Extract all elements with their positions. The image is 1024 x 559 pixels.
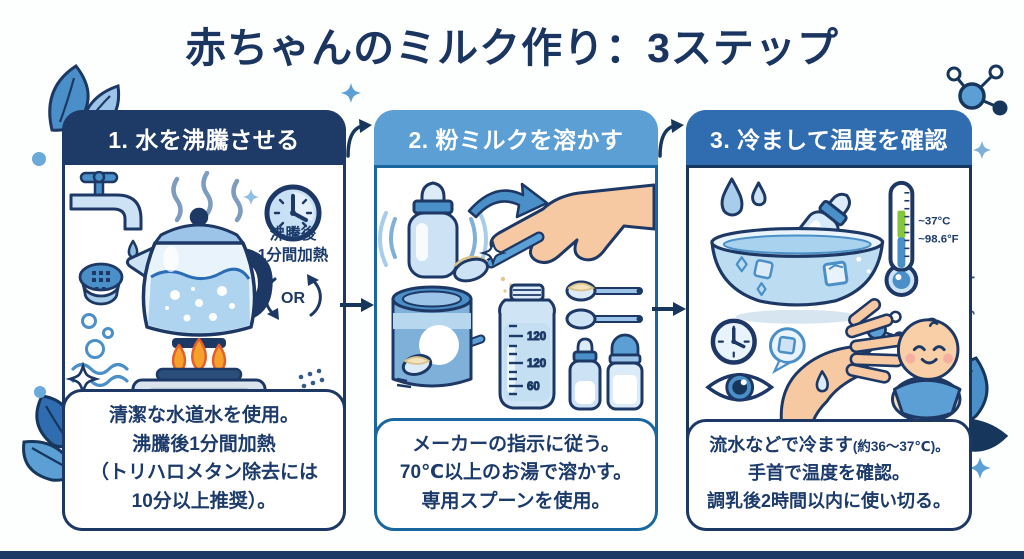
step-1-note: 清潔な水道水を使用。 沸騰後1分間加熱 （トリハロメタン除去には 10分以上推奨… — [62, 389, 346, 531]
eye-icon — [705, 372, 775, 402]
faucet-icon — [69, 171, 143, 260]
measuring-spoons-icon — [565, 280, 643, 330]
sparkle-icon — [969, 457, 991, 479]
svg-text:120: 120 — [527, 331, 546, 343]
strainer-icon — [78, 262, 124, 306]
bowl-shadow — [735, 309, 859, 324]
water-drop-icon — [815, 370, 829, 393]
clock-icon — [264, 184, 322, 242]
step-3-note-line-1: 流水などで冷ます(約36～37℃)。 — [709, 435, 949, 456]
sparkle-icon — [972, 140, 992, 160]
baby-icon — [891, 317, 962, 421]
step-2-panel: 2. 粉ミルクを溶かす — [374, 110, 658, 531]
wrist-test-icon — [779, 298, 906, 421]
svg-text:OR: OR — [281, 290, 305, 307]
flow-arrow-header-1-2 — [346, 119, 372, 158]
thermometer-icon: ~37°C ~98.6°F — [884, 180, 959, 297]
dot-decoration — [34, 386, 46, 398]
page-title: 赤ちゃんのミルク作り：3ステップ — [185, 25, 839, 71]
formula-can-icon — [391, 285, 486, 389]
dots-decoration — [298, 368, 325, 389]
sparkle-icon — [341, 83, 361, 103]
measuring-bottle-icon: 120 120 60 — [498, 283, 556, 410]
powder-scoop-icon — [453, 231, 545, 283]
svg-text:120: 120 — [527, 358, 546, 370]
flame-icon — [171, 337, 227, 375]
svg-text:~98.6°F: ~98.6°F — [918, 233, 958, 245]
flow-arrow-mid-2-3 — [652, 302, 686, 316]
baby-bottle-icon — [378, 181, 488, 279]
small-bottles-icon — [568, 333, 644, 411]
step-1-panel: 1. 水を沸騰させる — [62, 110, 346, 531]
step-1-header: 1. 水を沸騰させる — [62, 110, 346, 165]
step-3-header: 3. 冷まして温度を確認 — [686, 110, 972, 168]
step-3-note: 流水などで冷ます(約36～37℃)。 手首で温度を確認。 調乳後2時間以内に使い… — [686, 419, 972, 531]
ice-cube-icon — [735, 256, 849, 297]
sparkle-icon — [243, 189, 259, 205]
svg-text:~37°C: ~37°C — [918, 216, 950, 228]
curved-arrow-icon — [467, 182, 549, 219]
bottom-border-strip — [0, 551, 1024, 559]
step-3-panel: 3. 冷まして温度を確認 — [686, 110, 972, 531]
sparkle-icon — [478, 238, 508, 268]
clock-icon — [710, 318, 757, 365]
or-cycle-icon: OR — [264, 274, 322, 320]
step-3-illustration: ~37°C ~98.6°F — [705, 177, 962, 421]
ice-bubble-icon — [768, 327, 806, 375]
steam-icon — [171, 171, 243, 223]
flow-arrow-mid-1-2 — [340, 298, 374, 312]
step-2-illustration: 120 120 60 — [378, 181, 655, 411]
flow-arrow-header-2-3 — [658, 119, 684, 158]
svg-text:60: 60 — [527, 381, 540, 393]
cooling-bowl-icon — [710, 226, 885, 307]
step-2-header: 2. 粉ミルクを溶かす — [374, 110, 658, 168]
boil-duration-label: 沸騰後 1分間加熱 — [257, 226, 329, 264]
molecule-icon — [946, 64, 1008, 116]
step-1-illustration — [65, 171, 325, 414]
bubbles-icon — [81, 313, 114, 359]
water-drops-icon — [720, 177, 767, 217]
step-2-note: メーカーの指示に従う。 70℃以上のお湯で溶かす。 専用スプーンを使用。 — [374, 417, 658, 531]
dot-decoration — [32, 152, 46, 166]
